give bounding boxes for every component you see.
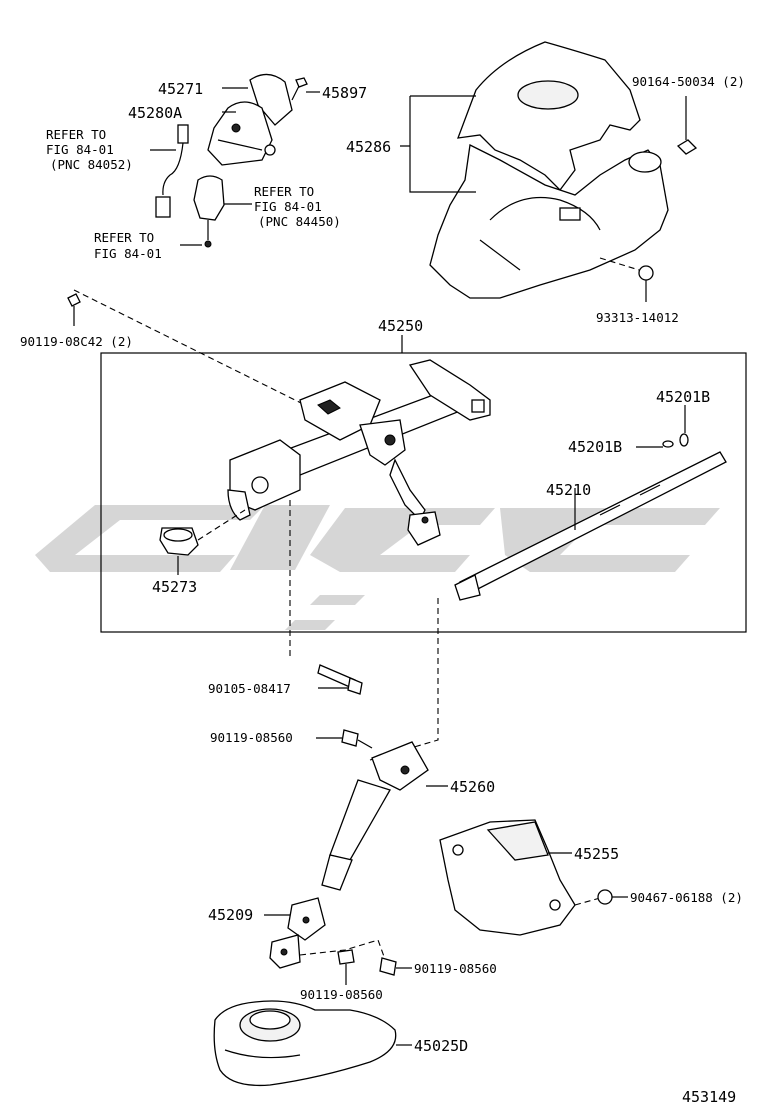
assembly-frame-45250: [100, 352, 747, 633]
column-cover-45286: [429, 41, 669, 299]
label-90467-06188: 90467-06188 (2): [630, 890, 743, 905]
label-refer1-line2: FIG 84-01: [46, 142, 114, 157]
label-45025D: 45025D: [414, 1037, 468, 1055]
bolt-90119-08560-lower-a: [337, 949, 355, 985]
label-45260: 45260: [450, 778, 495, 796]
label-refer2-line1: REFER TO: [254, 184, 314, 199]
label-refer1-line1: REFER TO: [46, 127, 106, 142]
label-90164-50034: 90164-50034 (2): [632, 74, 745, 89]
universal-joint-45209: [264, 897, 387, 969]
label-90119-08C42: 90119-08C42 (2): [20, 334, 133, 349]
label-45280A: 45280A: [128, 104, 182, 122]
label-45273: 45273: [152, 578, 197, 596]
dash-shaft-to-joint: [369, 598, 439, 761]
label-45250: 45250: [378, 317, 423, 335]
intermediate-shaft-45260: [321, 741, 448, 891]
label-refer2-line2: FIG 84-01: [254, 199, 322, 214]
clip-90467-06188: [597, 889, 628, 905]
label-refer3-line2: FIG 84-01: [94, 246, 162, 261]
screw-45897: [291, 77, 308, 101]
key-unlock-warning-switch: [155, 124, 189, 218]
bushing-45273: [159, 509, 246, 575]
label-45209: 45209: [208, 906, 253, 924]
label-45210: 45210: [546, 481, 591, 499]
label-refer2-line3: (PNC 84450): [258, 214, 341, 229]
main-shaft-45210: [454, 451, 727, 601]
label-45286: 45286: [346, 138, 391, 156]
label-90105-08417: 90105-08417: [208, 681, 291, 696]
label-refer1-line3: (PNC 84052): [50, 157, 133, 172]
label-45255: 45255: [574, 845, 619, 863]
label-45271: 45271: [158, 80, 203, 98]
leader-45286: [400, 95, 476, 193]
label-45201B-b: 45201B: [568, 438, 622, 456]
bolt-90119-08560-upper: [316, 729, 373, 749]
bolt-90119-08C42: [67, 289, 306, 406]
label-45897: 45897: [322, 84, 367, 102]
bolt-90105-08417: [317, 664, 363, 695]
steering-column-45250: [227, 359, 491, 546]
bolt-90119-08560-lower-b: [379, 957, 412, 976]
hole-cover-45255: [439, 819, 601, 936]
label-refer3-line1: REFER TO: [94, 230, 154, 245]
ignition-switch: [193, 175, 225, 248]
lock-housing-45280A: [207, 73, 293, 166]
snap-rings-45201B: [636, 405, 689, 448]
figure-number: 453149: [682, 1088, 736, 1106]
label-93313-14012: 93313-14012: [596, 310, 679, 325]
screw-90164-50034: [676, 96, 698, 155]
clip-93313-14012: [599, 257, 654, 302]
watermark: [35, 505, 720, 630]
column-hole-cover-45025D: [213, 1000, 412, 1087]
label-90119-08560-lower: 90119-08560: [300, 987, 383, 1002]
label-45201B-a: 45201B: [656, 388, 710, 406]
label-90119-08560-upper: 90119-08560: [210, 730, 293, 745]
label-90119-08560-right: 90119-08560: [414, 961, 497, 976]
